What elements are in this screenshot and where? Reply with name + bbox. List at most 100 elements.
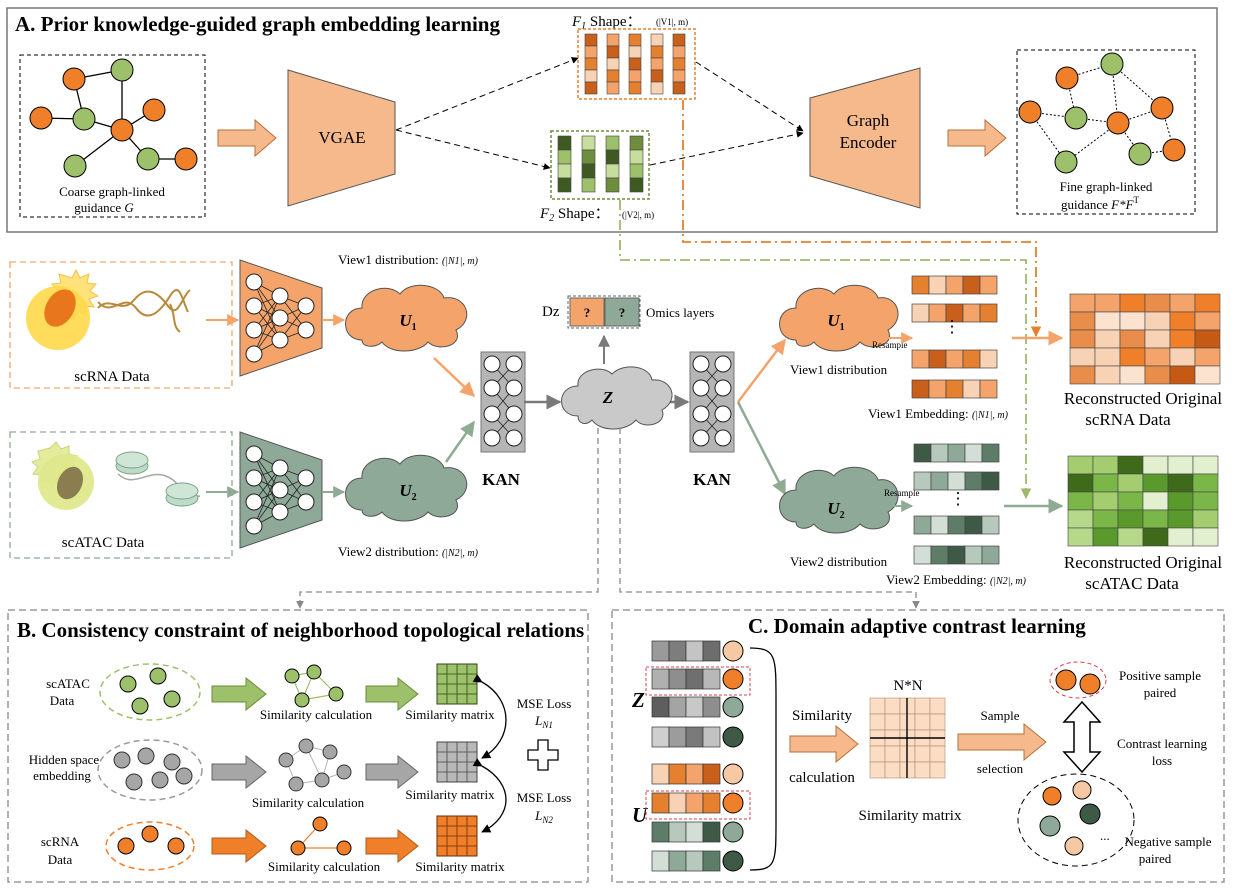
- embedding-cell: [913, 515, 932, 535]
- f1-cell: [628, 69, 642, 83]
- heatmap-cell: [1144, 365, 1171, 385]
- heatmap-cell: [1169, 311, 1196, 331]
- row3-cells-ellipse: [105, 821, 195, 871]
- arrow-to-fine-graph: [947, 118, 1007, 158]
- f1-cell: [584, 33, 598, 47]
- contrast-label-line1: Contrast learning: [1117, 736, 1207, 751]
- panel-c-node: [722, 668, 744, 690]
- positive-node-z: [1055, 669, 1077, 691]
- panel-c-cell: [651, 640, 670, 662]
- embedding-cell: [928, 275, 947, 295]
- heatmap-cell: [1092, 527, 1119, 547]
- encoder-neuron: [297, 297, 315, 315]
- embedding-cell: [981, 545, 1000, 565]
- heatmap-cell: [1167, 473, 1194, 493]
- embedding-cell: [979, 303, 998, 323]
- vgae-block: [287, 69, 396, 207]
- encoder-neuron: [297, 469, 315, 487]
- panel-c-cell: [651, 821, 670, 843]
- panel-b-frame: [7, 609, 589, 883]
- heatmap-cell: [1094, 365, 1121, 385]
- embedding-cell: [911, 303, 930, 323]
- contrast-double-arrow: [1062, 700, 1102, 774]
- panel-c-node: [722, 821, 744, 843]
- coarse-graph-box: [19, 54, 206, 218]
- scatac-encoder-network: [239, 431, 323, 549]
- arrow-u1-to-kan: [433, 357, 476, 398]
- nn-cell: [869, 745, 886, 763]
- embedding-cell: [981, 471, 1000, 491]
- embedding-cell: [945, 275, 964, 295]
- encoder-neuron: [297, 493, 315, 511]
- f1-cell: [650, 57, 664, 71]
- nn-cell: [869, 761, 886, 779]
- heatmap-cell: [1142, 527, 1169, 547]
- embedding-cell: [930, 443, 949, 463]
- panel-c-embedding-rows: [651, 640, 744, 872]
- negative-nodes: [1039, 780, 1101, 856]
- scrna-encoder-network: [239, 259, 323, 377]
- embedding-cell: [945, 349, 964, 369]
- emb2-vdots: ⋮: [950, 489, 967, 508]
- heatmap-cell: [1119, 347, 1146, 367]
- u2-right-cloud: [779, 466, 899, 534]
- f2-cell: [557, 149, 572, 165]
- u1-right-label: U1: [827, 311, 844, 333]
- u1-label: U1: [399, 311, 416, 333]
- fine-graph-label-line2: guidance F*FT: [1061, 195, 1140, 212]
- heatmap-cell: [1192, 527, 1219, 547]
- heatmap-cell: [1192, 509, 1219, 529]
- row3-label-line2: Data: [48, 852, 73, 867]
- recon-atac-label-line2: scATAC Data: [1085, 574, 1179, 593]
- encoder-neuron: [245, 297, 263, 315]
- arrow-f1-to-encoder: [695, 61, 804, 132]
- embedding-cell: [911, 349, 930, 369]
- embedding-cell: [930, 471, 949, 491]
- similarity-label: Similarity: [792, 708, 853, 724]
- row3-label-line1: scRNA: [41, 834, 80, 849]
- panel-c-u-highlight: [645, 790, 751, 820]
- heatmap-cell: [1144, 329, 1171, 349]
- arrow-vgae-to-f1: [395, 57, 579, 131]
- kan-node: [714, 355, 732, 373]
- embedding-cell: [945, 379, 964, 399]
- nn-cell: [929, 761, 946, 779]
- resample-label-2: Resample: [884, 488, 920, 498]
- f1-shape-label: F1 Shape：: [571, 14, 642, 32]
- embedding-cell: [979, 379, 998, 399]
- row2-sim-calc-label: Similarity calculation: [252, 795, 365, 810]
- graph-encoder-label-line2: Encoder: [840, 133, 897, 152]
- panel-c-cell: [668, 821, 687, 843]
- nn-label: N*N: [893, 678, 922, 694]
- kan-left-label: KAN: [482, 470, 521, 489]
- row3-sim-graph: [290, 816, 352, 856]
- heatmap-cell: [1092, 491, 1119, 511]
- heatmap-cell: [1192, 455, 1219, 475]
- heatmap-cell: [1067, 527, 1094, 547]
- arrow-to-vgae: [217, 118, 277, 158]
- heatmap-cell: [1092, 473, 1119, 493]
- positive-pair-ellipse: [1049, 661, 1107, 699]
- encoder-edge: [253, 295, 281, 355]
- f1-cell: [606, 69, 620, 83]
- row3-similarity-matrix: [436, 815, 478, 857]
- encoder-edge: [253, 467, 281, 527]
- f1-cell: [584, 57, 598, 71]
- row1-label-line2: Data: [50, 693, 75, 708]
- f1-cell: [628, 57, 642, 71]
- row1-sim-graph: [284, 664, 344, 708]
- embedding-cell: [947, 515, 966, 535]
- kan-node: [483, 355, 501, 373]
- panel-c-cell: [668, 696, 687, 718]
- nn-cell: [869, 713, 886, 731]
- panel-b: B. Consistency constraint of neighborhoo…: [7, 609, 589, 883]
- panel-c-cell: [685, 850, 704, 872]
- embedding-cell: [947, 471, 966, 491]
- kan-node: [692, 379, 710, 397]
- coarse-graph-label-line1: Coarse graph-linked: [59, 184, 165, 199]
- row2-similarity-matrix: [436, 741, 478, 783]
- view2-embedding-stack: [913, 443, 1000, 565]
- u2-cloud: [345, 454, 468, 522]
- heatmap-cell: [1144, 293, 1171, 313]
